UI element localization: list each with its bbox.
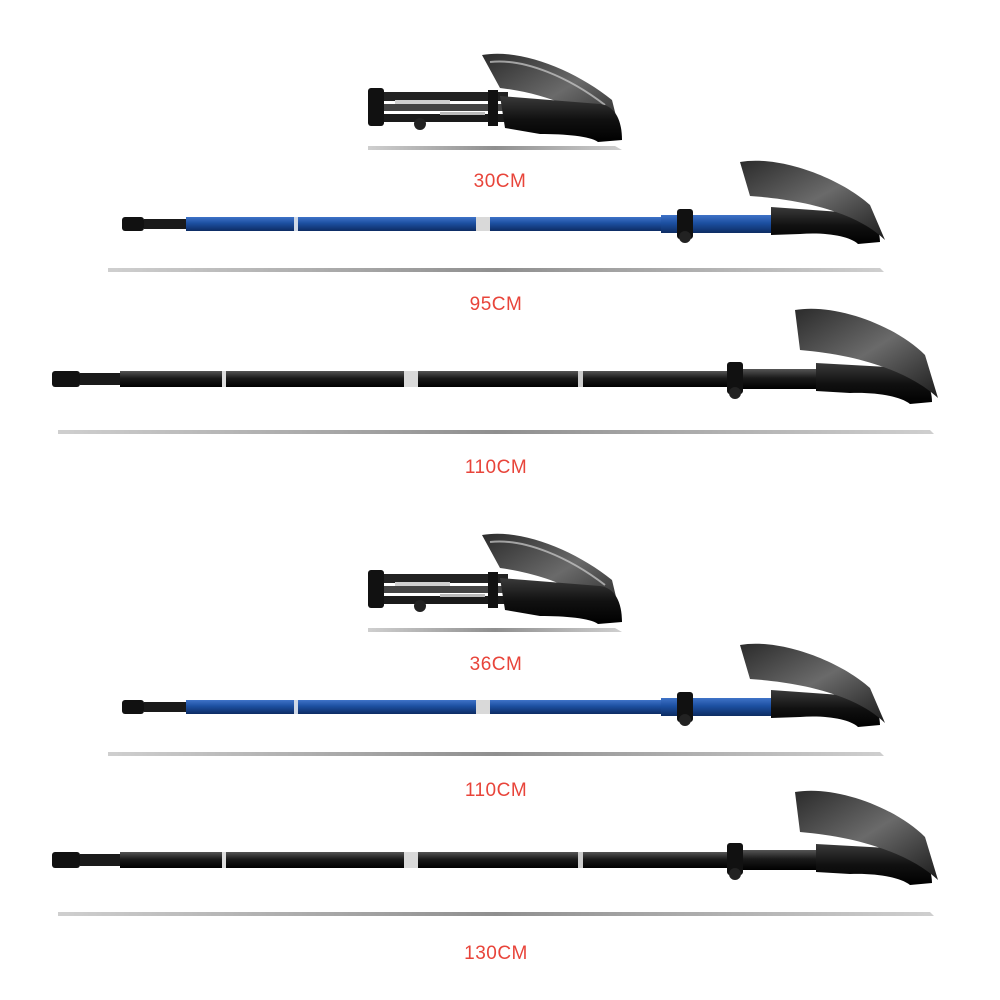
black-pole-1 [52, 308, 938, 404]
measure-line [58, 912, 934, 916]
folded-pole-1 [368, 53, 622, 142]
extended-length-label-black-2: 130CM [464, 943, 528, 964]
folded-length-label-1: 30CM [473, 171, 527, 192]
black-pole-2 [52, 790, 938, 885]
folded-pole-2 [368, 533, 622, 624]
extended-length-label-blue-2: 110CM [464, 780, 528, 801]
blue-pole-1 [122, 160, 885, 244]
blue-pole-2 [122, 643, 885, 727]
measure-line [368, 146, 622, 150]
extended-length-label-blue-1: 95CM [469, 294, 523, 315]
measure-line [108, 752, 884, 756]
measure-line [108, 268, 884, 272]
measure-line [58, 430, 934, 434]
folded-length-label-2: 36CM [469, 654, 523, 675]
extended-length-label-black-1: 110CM [464, 457, 528, 478]
measure-line [368, 628, 622, 632]
